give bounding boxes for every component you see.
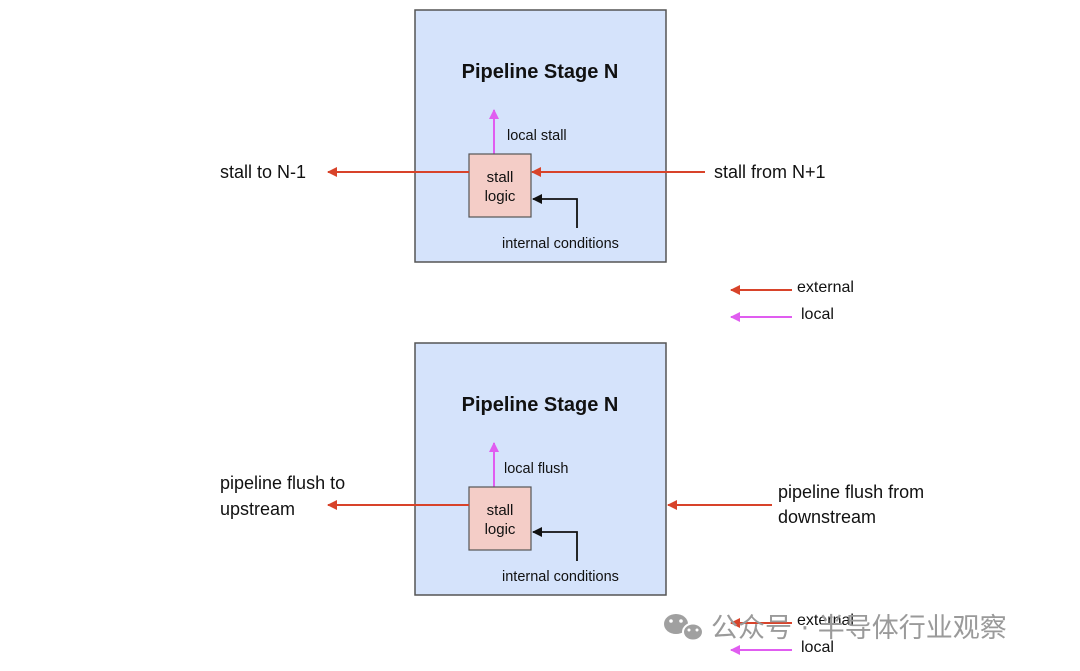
stage-title: Pipeline Stage N — [462, 61, 619, 83]
stall-logic-line2: logic — [485, 521, 516, 538]
flush-panel: Pipeline Stage N local flush stall logic… — [220, 342, 924, 656]
flush-from-downstream-label-line2: downstream — [778, 507, 876, 527]
legend: external local — [730, 279, 854, 323]
legend: external local — [730, 612, 854, 656]
local-stall-label: local stall — [507, 128, 567, 144]
internal-conditions-arrow — [532, 527, 578, 561]
stall-logic-line1: stall — [487, 169, 514, 186]
stage-box — [414, 9, 667, 263]
flush-to-upstream-label-line1: pipeline flush to — [220, 473, 345, 493]
internal-conditions-label: internal conditions — [502, 236, 619, 252]
internal-conditions-label: internal conditions — [502, 569, 619, 585]
stall-panel: Pipeline Stage N local stall stall logic… — [220, 9, 854, 323]
flush-to-upstream-label-line2: upstream — [220, 499, 295, 519]
stall-to-prev-label: stall to N-1 — [220, 162, 306, 182]
flush-from-downstream-label-line1: pipeline flush from — [778, 482, 924, 502]
internal-conditions-arrow — [532, 194, 578, 228]
local-flush-label: local flush — [504, 461, 568, 477]
legend-local-label: local — [801, 306, 834, 323]
watermark-text: 公众号 · 半导体行业观察 — [711, 613, 1007, 644]
stall-logic-line1: stall — [487, 502, 514, 519]
stage-title: Pipeline Stage N — [462, 394, 619, 416]
legend-external-label: external — [797, 279, 854, 296]
legend-local-label: local — [801, 639, 834, 656]
stage-box — [414, 342, 667, 596]
legend-external-label: external — [797, 612, 854, 629]
watermark: 公众号 · 半导体行业观察 — [664, 613, 1007, 644]
stall-from-next-label: stall from N+1 — [714, 162, 826, 182]
stall-logic-box — [468, 486, 532, 551]
stall-logic-box — [468, 153, 532, 218]
wechat-icon — [664, 614, 704, 642]
stall-logic-line2: logic — [485, 188, 516, 205]
